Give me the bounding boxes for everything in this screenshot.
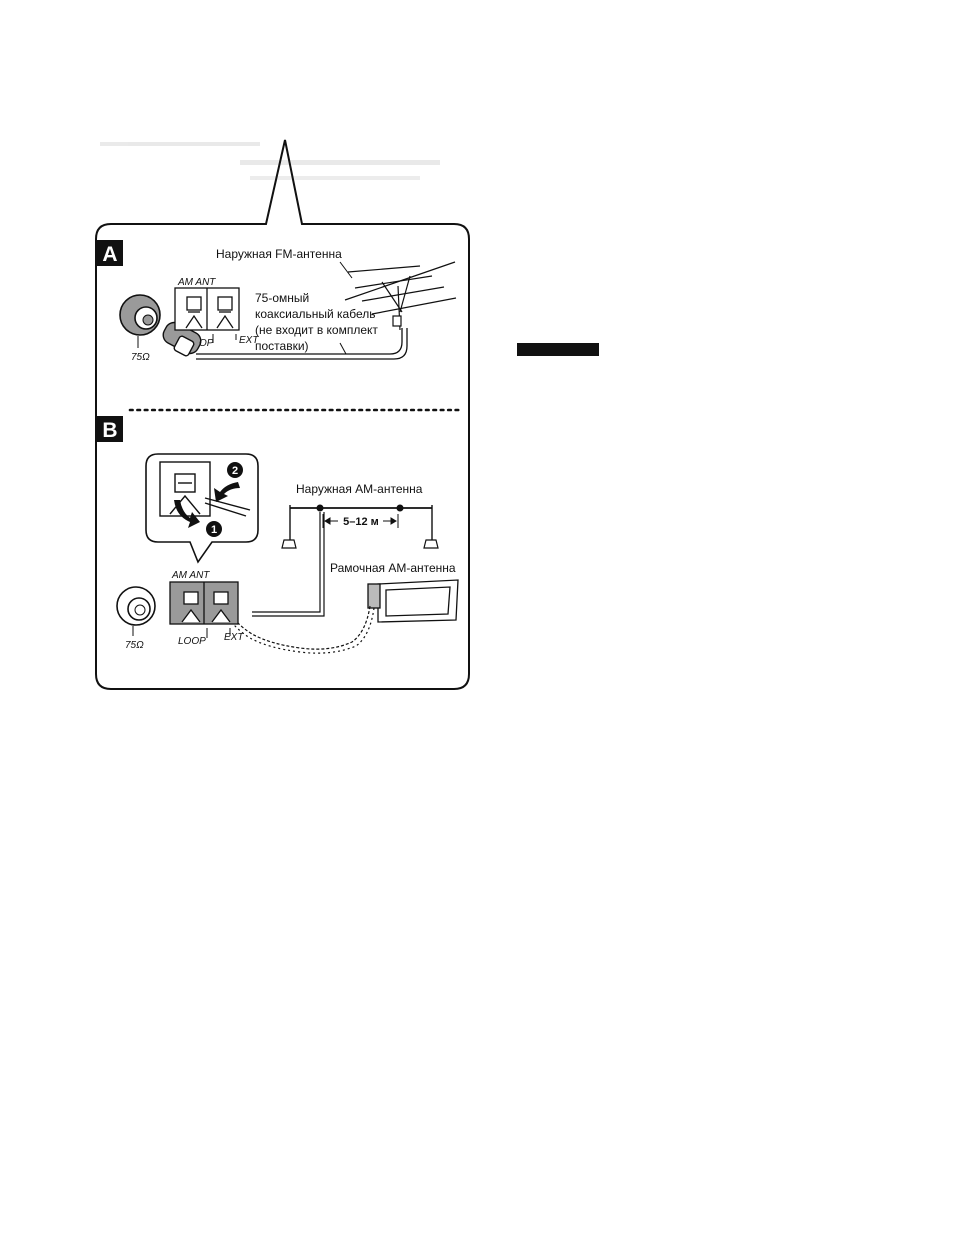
cable-desc-line3: (не входит в комплект [255,323,378,337]
panel-b: B 1 2 Наружная AM-антенна [97,416,458,653]
ohm-label-b: 75Ω [125,640,144,651]
loop-label-b: LOOP [178,636,206,647]
svg-text:1: 1 [211,524,217,536]
outdoor-am-lead-wire [252,512,320,612]
panel-a-badge: A [97,240,123,266]
coax-socket-75ohm-icon-b [117,587,155,636]
panel-a: A Наружная FM-антенна 75Ω [97,240,456,363]
faded-header-scan [100,142,440,180]
am-ant-terminal-block-b [170,582,238,624]
fm-label-leader [340,262,352,278]
loop-partial-label-a: OP [199,338,214,349]
coax-socket-75ohm-icon [120,295,160,348]
am-ant-label-b: AM ANT [171,570,210,581]
cable-desc-line1: 75-омный [255,291,309,305]
section-header-bar [517,343,599,356]
cable-desc-line2: коаксиальный кабель [255,307,376,321]
step-1-marker: 1 [206,521,222,537]
step-2-marker: 2 [227,462,243,478]
cable-label-leader [340,343,346,354]
loop-am-antenna-label: Рамочная AM-антенна [330,561,456,575]
panel-a-letter: A [102,243,117,266]
panel-b-badge: B [97,416,123,442]
ext-label-b: EXT [224,632,244,643]
ohm-label-a: 75Ω [131,352,150,363]
svg-text:2: 2 [232,465,238,477]
cable-desc-line4: поставки) [255,339,309,353]
am-ant-label-a: AM ANT [177,277,216,288]
outdoor-fm-antenna-label: Наружная FM-антенна [216,247,342,261]
am-ant-terminal-block-a [175,288,239,330]
loop-am-antenna-icon [368,580,458,622]
panel-b-letter: B [102,419,117,442]
distance-label: 5–12 м [343,516,379,528]
outdoor-am-antenna-label: Наружная AM-антенна [296,482,423,496]
